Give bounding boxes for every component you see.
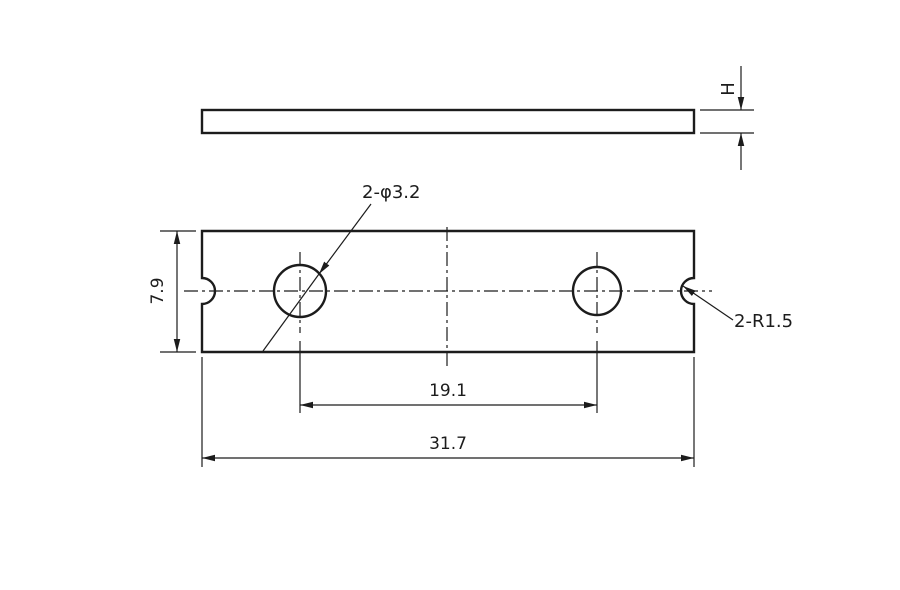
thickness-label: H xyxy=(718,82,739,96)
plate-outline xyxy=(200,229,696,354)
hole-callout-label: 2-φ3.2 xyxy=(362,182,420,203)
height-dim-label: 7.9 xyxy=(148,277,168,304)
side-view: H xyxy=(200,66,754,170)
notch-callout: 2-R1.5 xyxy=(682,285,793,332)
front-view: 2-φ3.2 2-R1.5 7.9 19.1 xyxy=(148,182,793,467)
thickness-dimension: H xyxy=(700,66,754,170)
centerlines xyxy=(184,227,712,368)
side-view-plate xyxy=(200,108,696,135)
hole-spacing-dimension: 19.1 xyxy=(299,341,598,413)
notch-callout-label: 2-R1.5 xyxy=(734,311,793,332)
notch-callout-leader xyxy=(682,285,734,321)
overall-width-dimension: 31.7 xyxy=(201,357,695,467)
hole-callout: 2-φ3.2 xyxy=(262,182,420,352)
hole-callout-leader-extension xyxy=(262,273,320,352)
hole-callout-leader xyxy=(318,203,372,275)
hole-spacing-dim-label: 19.1 xyxy=(429,381,467,401)
height-dimension: 7.9 xyxy=(148,230,196,353)
overall-width-dim-label: 31.7 xyxy=(429,434,467,454)
